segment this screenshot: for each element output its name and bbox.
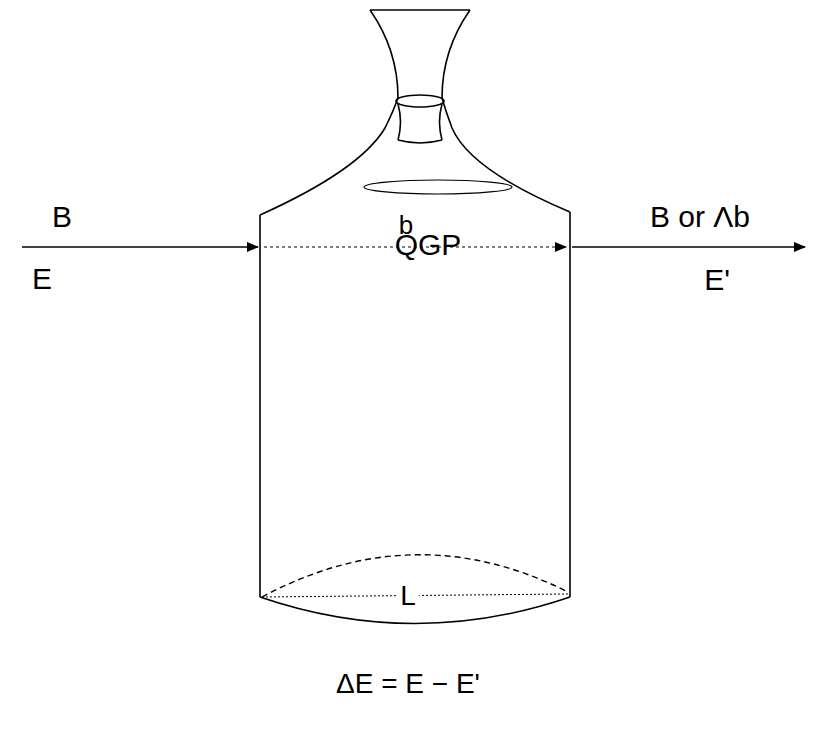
impact-label: b xyxy=(399,212,413,238)
outgoing-arrow xyxy=(572,246,805,248)
incoming-arrow xyxy=(22,246,258,248)
particle-label: B or Λb xyxy=(650,202,750,232)
length-label: L xyxy=(397,582,419,610)
particle-label: B xyxy=(52,202,72,232)
energy-label: E xyxy=(32,264,52,294)
energy-label: E' xyxy=(704,265,730,295)
equation-label: ΔE = E − E' xyxy=(336,670,480,698)
qgp-bottle: QGP xyxy=(250,4,580,632)
